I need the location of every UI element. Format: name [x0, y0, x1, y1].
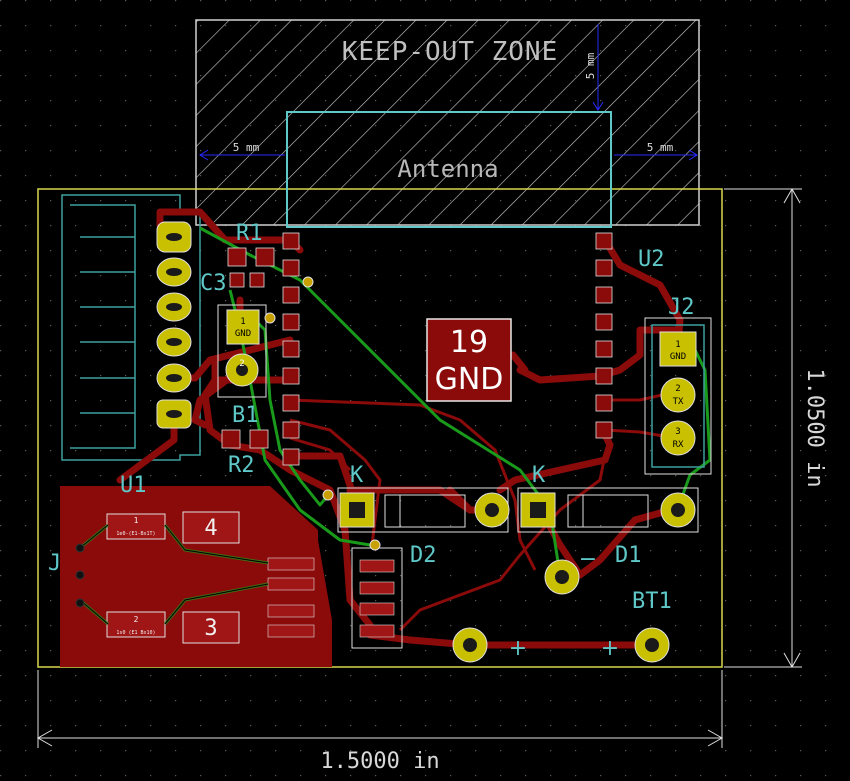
u2-right-pads[interactable] — [595, 232, 613, 439]
width-dimension-label: 1.5000 in — [320, 749, 439, 774]
module-pad-4-num: 4 — [204, 516, 217, 541]
height-dimension-label: 1.0500 in — [802, 368, 827, 487]
bat-connector[interactable]: 1 GND 2 — [217, 304, 267, 398]
keepout-zone[interactable]: KEEP-OUT ZONE — [195, 19, 700, 226]
pad-19-number: 19 — [450, 325, 488, 360]
keepout-dimension-top[interactable]: 5 mm — [584, 24, 604, 111]
ref-k1: K — [350, 463, 364, 488]
c3-footprint[interactable] — [229, 272, 265, 288]
left-connector-pads[interactable] — [156, 221, 192, 429]
j2-pin-1-num: 1 — [675, 340, 680, 350]
ref-u1: U1 — [120, 473, 147, 498]
d1-diode[interactable] — [517, 487, 699, 533]
board-outline[interactable] — [37, 188, 723, 668]
ref-j-left: J — [48, 551, 61, 576]
ref-d1: D1 — [615, 543, 642, 568]
j2-pin-2-num: 2 — [675, 384, 680, 394]
ref-r2: R2 — [228, 453, 255, 478]
u2-left-pads[interactable] — [282, 232, 300, 466]
ref-b1: B1 — [232, 403, 259, 428]
bt1-plus-1: + — [509, 636, 527, 661]
j2-pin-1-name: GND — [670, 352, 686, 362]
ref-bt1: BT1 — [632, 589, 672, 614]
width-dimension[interactable]: 1.5000 in — [36, 670, 724, 774]
pad-19-name: GND — [435, 362, 504, 397]
j2-pin-2-name: TX — [673, 397, 684, 407]
ref-j2: J2 — [668, 295, 695, 320]
reference-labels: U2 J2 R1 C3 B1 R2 K K D2 D1 BT1 U1 J — [48, 221, 695, 614]
keepout-dimension-right[interactable]: 5 mm — [614, 141, 698, 161]
ref-r1: R1 — [236, 221, 263, 246]
height-dimension[interactable]: 1.0500 in — [724, 187, 827, 669]
bt1-minus: − — [579, 547, 597, 572]
u1-ic[interactable] — [351, 547, 403, 649]
r2-footprint[interactable] — [221, 429, 269, 449]
module-pad-3-num: 3 — [204, 616, 217, 641]
ref-c3: C3 — [200, 271, 227, 296]
antenna-area[interactable]: Antenna — [286, 111, 612, 228]
j2-connector[interactable]: 1 GND 2 TX 3 RX — [644, 317, 712, 475]
module-footprint[interactable]: 1 1e0-(E1-Bx1T) 2 1s0 (E1 Bx10) 4 3 — [75, 511, 315, 644]
vias — [264, 276, 381, 551]
keepout-left-label: 5 mm — [233, 141, 260, 154]
bt1-plus-2: + — [601, 636, 619, 661]
j2-pin-3-num: 3 — [675, 427, 680, 437]
module-pad-2-label: 1s0 (E1 Bx10) — [116, 630, 155, 636]
keepout-top-label: 5 mm — [584, 52, 597, 79]
keepout-dimension-left[interactable]: 5 mm — [199, 141, 285, 161]
keepout-label: KEEP-OUT ZONE — [342, 37, 559, 67]
j2-pin-3-name: RX — [673, 440, 684, 450]
module-pad-1-label: 1e0-(E1-Bx1T) — [116, 531, 155, 537]
bt1-battery[interactable]: + + − — [452, 547, 670, 663]
antenna-label: Antenna — [397, 155, 498, 183]
ref-u2: U2 — [638, 247, 665, 272]
bat-pin-1-num: 1 — [240, 317, 245, 327]
bat-pin-1-name: GND — [235, 329, 251, 339]
keepout-right-label: 5 mm — [647, 141, 674, 154]
d2-diode[interactable] — [337, 487, 510, 533]
ref-d2: D2 — [410, 543, 437, 568]
pad-19-gnd[interactable]: 19 GND — [426, 318, 512, 402]
r1-footprint[interactable] — [227, 247, 275, 267]
module-pad-2-num: 2 — [134, 615, 139, 624]
bat-pin-2-num: 2 — [239, 359, 244, 369]
left-connector[interactable] — [61, 194, 201, 461]
module-pad-1-num: 1 — [134, 516, 139, 525]
ref-k2: K — [532, 463, 546, 488]
